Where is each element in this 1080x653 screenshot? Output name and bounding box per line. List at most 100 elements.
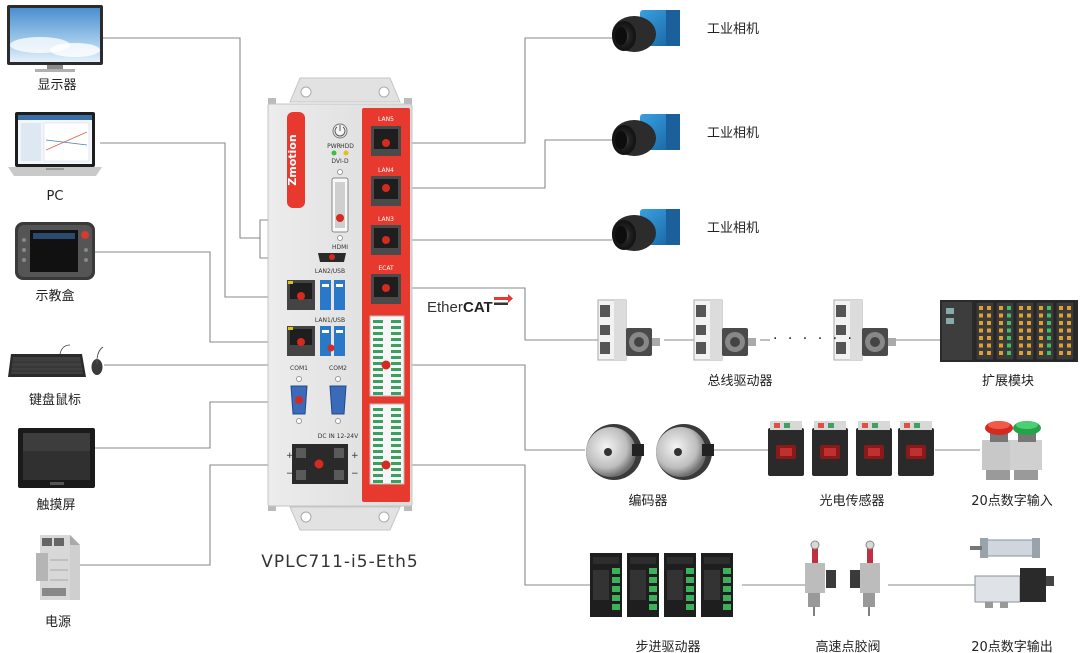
ecat-label: ECAT — [378, 265, 394, 272]
teach-label: 示教盒 — [35, 288, 74, 304]
drive-ellipsis: · · · · · · — [773, 331, 855, 347]
wire-power — [80, 464, 318, 566]
hdmi-label: HDMI — [332, 244, 348, 251]
dispense-valve-icon — [805, 540, 836, 616]
camera-1: 工业相机 — [612, 10, 759, 52]
stepper-drive-icon — [701, 553, 733, 617]
usb-ports-1 — [320, 280, 345, 310]
servo-drive-icon — [693, 299, 756, 361]
power-device: 电源 — [36, 535, 80, 630]
brand-logo: Zmotion — [286, 134, 299, 185]
encoder-label: 编码器 — [628, 494, 667, 509]
wire-outputs — [385, 464, 590, 586]
dispense-valve-icon — [850, 540, 880, 616]
ecat-port — [371, 274, 401, 304]
bus-drive-group — [597, 299, 896, 361]
wire-camera-2 — [385, 139, 612, 189]
keyboard-label: 键盘鼠标 — [29, 392, 81, 408]
ethercat-suffix: CAT — [463, 299, 493, 316]
lan3-port — [371, 225, 401, 255]
com2-port — [329, 376, 347, 424]
touchscreen-icon — [18, 428, 95, 488]
laptop-icon — [8, 112, 102, 176]
photo-sensor-icon — [856, 421, 892, 476]
ethercat-logo: Ether CAT — [427, 294, 513, 316]
wire-pc — [100, 142, 300, 298]
com1-label: COM1 — [290, 365, 308, 372]
keyboard-device: 键盘鼠标 — [8, 344, 104, 408]
stepper-drive-group — [590, 553, 733, 617]
stepper-drive-icon — [590, 553, 622, 617]
digital-input-group: 20点数字输入 — [971, 421, 1053, 509]
dispense-valve-group: 高速点胶阀 — [805, 540, 881, 653]
touch-label: 触摸屏 — [36, 498, 75, 513]
dc-minus-left: − — [286, 469, 294, 479]
encoder-icon — [586, 424, 644, 480]
bus-drive-label: 总线驱动器 — [707, 374, 772, 389]
dc-plus-right: + — [351, 451, 359, 461]
expansion-module: 扩展模块 — [940, 300, 1078, 389]
photo-sensor-icon — [898, 421, 934, 476]
monitor-icon — [7, 5, 103, 72]
wire-camera-1 — [385, 37, 612, 144]
input-terminal-block — [369, 315, 405, 397]
lan2usb-label: LAN2/USB — [315, 268, 345, 275]
teach-device: 示教盒 — [15, 222, 95, 304]
air-cylinder-icon — [970, 538, 1040, 558]
lan5-label: LAN5 — [378, 116, 394, 123]
power-supply-icon — [36, 535, 80, 600]
usb-ports-2 — [320, 326, 345, 356]
ethercat-prefix: Ether — [427, 299, 463, 316]
controller-model: VPLC711-i5-Eth5 — [261, 552, 418, 572]
photo-sensor-icon — [768, 421, 804, 476]
monitor-label: 显示器 — [37, 78, 76, 93]
dvi-label: DVI-D — [331, 158, 349, 165]
connector-marker — [381, 460, 391, 470]
lan1usb-label: LAN1/USB — [315, 317, 345, 324]
pwr-led — [331, 150, 337, 156]
pc-label: PC — [47, 189, 64, 204]
wire-teach — [95, 251, 300, 343]
digital-output-group: 20点数字输出 — [970, 538, 1054, 653]
dvi-port — [331, 169, 349, 241]
com2-label: COM2 — [329, 365, 347, 372]
wire-inputs — [385, 364, 585, 451]
connector-marker — [381, 360, 391, 370]
keyboard-mouse-icon — [8, 344, 104, 377]
lan1-port — [287, 326, 315, 356]
com1-port — [290, 376, 308, 424]
digital-output-label: 20点数字输出 — [971, 639, 1053, 653]
dispense-valve-label: 高速点胶阀 — [815, 639, 880, 653]
camera-2: 工业相机 — [612, 114, 759, 156]
stepper-label: 步进驱动器 — [635, 640, 700, 653]
servo-drive-icon — [597, 299, 660, 361]
dc-minus-right: − — [351, 469, 359, 479]
controller-unit: Zmotion PWR HDD DVI-D HDMI LAN2/USB — [267, 77, 413, 531]
hdd-led — [343, 150, 349, 156]
stepper-drive-icon — [664, 553, 696, 617]
stepper-drive-icon — [627, 553, 659, 617]
camera-icon — [612, 10, 680, 52]
dcin-label: DC IN 12-24V — [318, 433, 359, 440]
photo-sensor-label: 光电传感器 — [819, 493, 884, 509]
photo-sensor-group — [768, 421, 934, 476]
encoder-group: 编码器 — [586, 424, 714, 509]
dc-plus-left: + — [286, 451, 294, 461]
pwr-led-label: PWR — [327, 143, 341, 150]
lan3-label: LAN3 — [378, 216, 394, 223]
camera-2-label: 工业相机 — [707, 126, 759, 141]
lan4-port — [371, 176, 401, 206]
digital-input-label: 20点数字输入 — [971, 493, 1053, 509]
monitor-device: 显示器 — [7, 5, 103, 93]
pc-device: PC — [8, 112, 102, 204]
dc-input-terminal — [292, 444, 348, 484]
wire-touch — [95, 401, 300, 449]
power-label: 电源 — [45, 615, 71, 630]
servo-drive-icon — [833, 299, 896, 361]
camera-icon — [612, 209, 680, 251]
camera-3: 工业相机 — [612, 209, 759, 251]
expansion-label: 扩展模块 — [982, 374, 1034, 389]
wire-ecat — [385, 287, 598, 341]
camera-1-label: 工业相机 — [707, 22, 759, 37]
